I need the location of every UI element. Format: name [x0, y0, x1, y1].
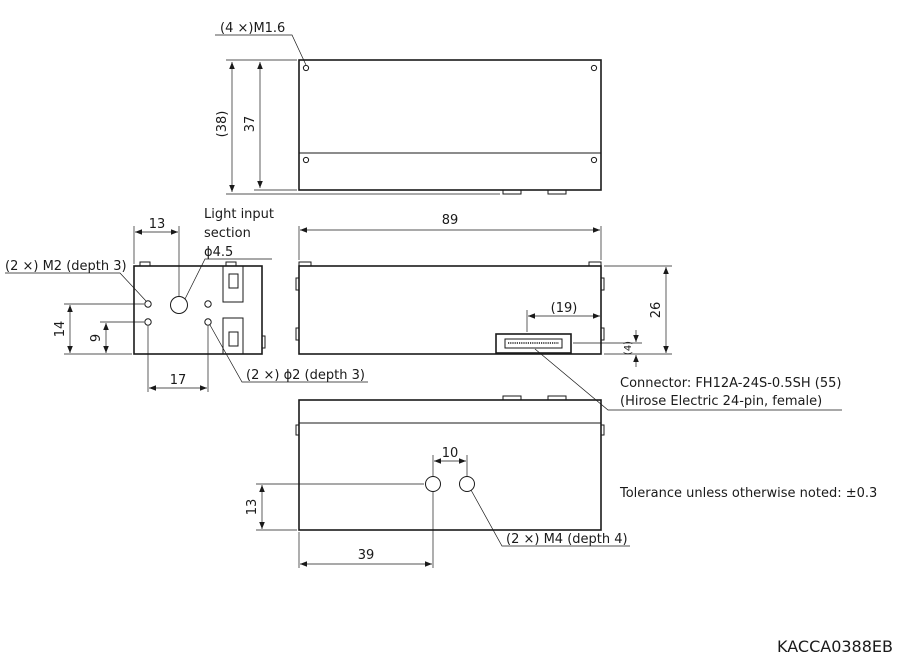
- screw-hole-icon: [302, 64, 310, 72]
- light-input-leader-line: [184, 258, 272, 300]
- phi2-hole-icon: [144, 318, 152, 326]
- dimension-label-38: (38): [215, 111, 230, 138]
- drawing-code: KACCA0388EB: [777, 637, 893, 656]
- bottom-view-body: [298, 399, 602, 531]
- phi2-hole-icon: [204, 318, 212, 326]
- m4-hole-icon: [459, 476, 475, 492]
- side-view-tab: [588, 261, 602, 267]
- side-view-side-tab: [295, 277, 300, 291]
- light-input-hole-icon: [170, 296, 188, 314]
- connector-leader-line: [534, 348, 842, 411]
- dimension-label-37: 37: [243, 116, 258, 133]
- side-view-side-tab: [295, 327, 300, 341]
- dimension-label-13b: 13: [245, 499, 260, 516]
- end-view-body: [133, 265, 263, 355]
- dimension-label-19: (19): [551, 301, 578, 316]
- phi2-label: (2 ×) ϕ2 (depth 3): [246, 368, 365, 383]
- bottom-view: 10 13 39 (2 ×) M4 (depth 4): [245, 395, 630, 568]
- top-view-body: [298, 59, 602, 191]
- end-view-clip-bottom-inner: [228, 331, 239, 347]
- phi2-leader-line: [209, 324, 368, 383]
- dimension-label-4: (4): [623, 341, 634, 355]
- connector-housing: [495, 333, 572, 354]
- end-view-tab: [139, 261, 151, 267]
- top-view: (4 ×)M1.6 (38) 37: [215, 21, 602, 195]
- end-view-clip-top: [222, 265, 244, 303]
- bottom-view-side-tab: [295, 424, 300, 436]
- m2-label: (2 ×) M2 (depth 3): [5, 259, 127, 274]
- m4-leader-line: [470, 489, 630, 547]
- connector-slot: [504, 338, 563, 349]
- m4-label: (2 ×) M4 (depth 4): [506, 532, 628, 547]
- side-view-tab: [298, 261, 312, 267]
- end-view-side-tab: [261, 335, 266, 349]
- dimension-label-13: 13: [149, 217, 166, 232]
- dimension-label-10: 10: [442, 446, 459, 461]
- screw-leader-line: [215, 34, 307, 66]
- m2-leader-line: [5, 272, 147, 302]
- end-view-tab: [225, 261, 237, 267]
- connector-label-line1: Connector: FH12A-24S-0.5SH (55): [620, 376, 841, 391]
- end-view-clip-top-inner: [228, 273, 239, 289]
- end-view-clip-bottom: [222, 317, 244, 355]
- screw-hole-icon: [302, 156, 310, 164]
- side-view-side-tab: [600, 277, 605, 291]
- bottom-view-side-tab: [600, 424, 605, 436]
- dimension-label-89: 89: [442, 213, 459, 228]
- connector-tab: [547, 189, 567, 195]
- m4-hole-icon: [425, 476, 441, 492]
- connector-tab: [502, 395, 522, 401]
- side-view-side-tab: [600, 327, 605, 341]
- m2-hole-icon: [204, 300, 212, 308]
- connector-tab: [502, 189, 522, 195]
- dimension-label-14: 14: [53, 321, 68, 338]
- m2-hole-icon: [144, 300, 152, 308]
- tolerance-note: Tolerance unless otherwise noted: ±0.3: [619, 486, 877, 501]
- connector-label-line2: (Hirose Electric 24-pin, female): [620, 394, 822, 409]
- light-input-diameter: ϕ4.5: [204, 245, 233, 260]
- dimension-label-39: 39: [358, 548, 375, 563]
- light-input-label-line2: section: [204, 226, 251, 241]
- side-view: 89 26 (19) (4) Connector: FH12A-24S-0.5S…: [295, 213, 842, 411]
- screw-hole-icon: [590, 64, 598, 72]
- dimension-label-9: 9: [89, 334, 104, 342]
- end-view: 13 Light input section ϕ4.5 (2 ×) M2 (de…: [5, 207, 368, 392]
- screw-hole-icon: [590, 156, 598, 164]
- screw-label: (4 ×)M1.6: [220, 21, 285, 36]
- connector-tab: [547, 395, 567, 401]
- light-input-label-line1: Light input: [204, 207, 274, 222]
- dimension-label-17: 17: [170, 373, 187, 388]
- dimension-label-26: 26: [649, 302, 664, 319]
